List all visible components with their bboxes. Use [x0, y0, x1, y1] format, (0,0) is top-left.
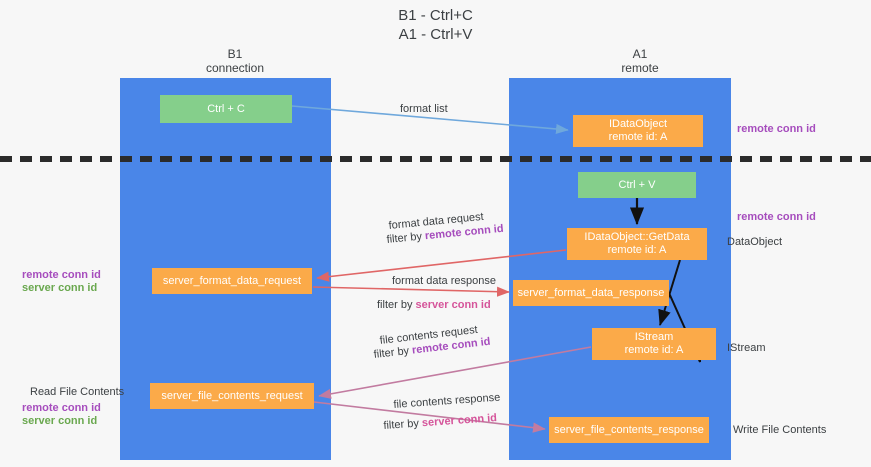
page-title: B1 - Ctrl+C A1 - Ctrl+V — [398, 7, 473, 43]
annotation-remote-conn-id: remote conn id — [22, 269, 101, 281]
edge-label-format-list: format list — [400, 103, 448, 115]
annotation-remote-conn-id: remote conn id — [22, 402, 101, 414]
filter-value-server-conn-id: server conn id — [415, 299, 491, 311]
edge-filter-format-data-response: filter by server conn id — [377, 298, 491, 312]
annotation-read-file-contents: Read File Contents — [30, 386, 125, 398]
edge-response-to-istream — [668, 292, 701, 363]
edge-format-list — [291, 105, 569, 135]
annotation-dataobject: DataObject — [727, 236, 783, 248]
filter-prefix: filter by — [377, 299, 416, 311]
edge-file-contents-request — [318, 346, 592, 399]
phase-separator — [0, 156, 871, 162]
edge-format-data-request — [316, 249, 567, 282]
column-header-b1: B1 connection — [205, 47, 265, 75]
annotation-remote-conn-id-mid: remote conn id — [737, 211, 816, 223]
edge-getdata-to-istream — [658, 259, 681, 326]
node-server-format-data-request[interactable]: server_format_data_request — [152, 268, 312, 294]
column-header-a1: A1 remote — [621, 47, 659, 75]
node-ctrl-v[interactable]: Ctrl + V — [578, 172, 696, 198]
annotation-remote-conn-id-top: remote conn id — [737, 123, 816, 135]
edge-file-contents-response — [313, 401, 546, 433]
node-server-format-data-response[interactable]: server_format_data_response — [513, 280, 669, 306]
annotation-server-conn-id: server conn id — [22, 415, 98, 427]
node-ctrl-c[interactable]: Ctrl + C — [160, 95, 292, 123]
node-idataobject-getdata[interactable]: IDataObject::GetData remote id: A — [567, 228, 707, 260]
edge-format-data-response — [312, 286, 510, 297]
annotation-istream: IStream — [727, 342, 766, 354]
node-server-file-contents-request[interactable]: server_file_contents_request — [150, 383, 314, 409]
annotation-write-file-contents: Write File Contents — [733, 424, 827, 436]
node-istream[interactable]: IStream remote id: A — [592, 328, 716, 360]
filter-prefix: filter by — [383, 417, 423, 432]
edge-label-format-data-response: format data response — [392, 275, 496, 287]
node-server-file-contents-response[interactable]: server_file_contents_response — [549, 417, 709, 443]
annotation-server-conn-id: server conn id — [22, 282, 98, 294]
filter-prefix: filter by — [386, 230, 426, 246]
node-idataobject[interactable]: IDataObject remote id: A — [573, 115, 703, 147]
